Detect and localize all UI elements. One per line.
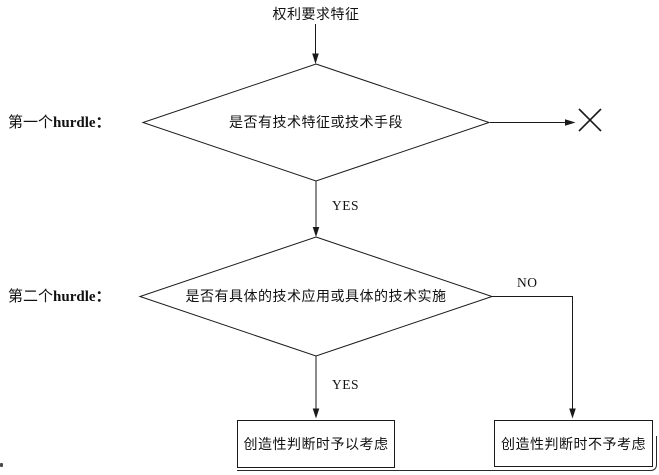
start-label: 权利要求特征 <box>272 8 360 23</box>
hurdle2-term: hurdle： <box>53 289 111 305</box>
decision2-label: 是否有具体的技术应用或具体的技术实施 <box>185 290 447 305</box>
outcome-not-considered-box: 创造性判断时不予考虑 <box>494 420 653 467</box>
hurdle1-term: hurdle： <box>53 115 111 131</box>
x-mark-icon <box>578 108 602 132</box>
hurdle1-prefix: 第一个 <box>8 115 54 131</box>
hurdle1-label: 第一个hurdle： <box>8 111 111 132</box>
decision1-label: 是否有技术特征或技术手段 <box>229 116 403 131</box>
hurdle2-label: 第二个hurdle： <box>8 285 111 306</box>
outcome-not-considered-label: 创造性判断时不予考虑 <box>501 437 646 453</box>
outcome-considered-label: 创造性判断时予以考虑 <box>243 438 389 453</box>
arrow-start-to-decision1 <box>312 24 319 64</box>
arrow-decision2-no <box>492 296 576 419</box>
arrow-decision1-yes <box>312 181 320 237</box>
outcome-considered-box: 创造性判断时予以考虑 <box>237 420 395 468</box>
scan-dot-artifact <box>0 463 3 467</box>
edge-label-decision1-yes: YES <box>332 198 360 213</box>
hurdle2-prefix: 第二个 <box>8 289 54 305</box>
arrow-decision1-to-reject <box>490 119 576 126</box>
arrow-decision2-yes <box>312 356 320 419</box>
edge-label-decision2-yes: YES <box>332 377 360 392</box>
edge-label-decision2-no: NO <box>517 275 538 290</box>
